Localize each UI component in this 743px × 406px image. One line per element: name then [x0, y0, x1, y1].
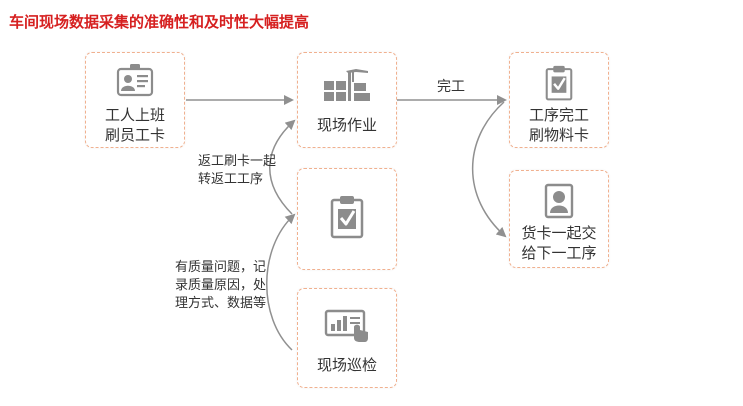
node-process-done: 工序完工 刷物料卡	[509, 52, 609, 148]
node-onsite-work-label: 现场作业	[316, 116, 377, 134]
clipboard-check-icon	[330, 196, 364, 239]
node-hand-over-line2: 给下一工序	[521, 244, 597, 262]
annotation-rework-line1: 返工刷卡一起	[198, 154, 277, 169]
page-title: 车间现场数据采集的准确性和及时性大幅提高	[9, 13, 310, 31]
annotation-quality-line3: 理方式、数据等	[175, 296, 267, 311]
factory-icon	[324, 69, 370, 101]
arrow-rework-to-work	[269, 119, 296, 215]
tablet-touch-icon	[324, 309, 368, 342]
node-inspection-label: 现场巡检	[316, 356, 377, 374]
clipboard-check-icon	[545, 65, 573, 101]
node-hand-over-line1: 货卡一起交	[521, 224, 597, 242]
node-process-done-line1: 工序完工	[528, 106, 589, 124]
person-badge-icon	[544, 183, 574, 219]
node-quality-check	[297, 168, 397, 270]
node-inspection: 现场巡检	[297, 288, 397, 388]
annotation-quality-line1: 有质量问题，记	[175, 260, 267, 275]
arrow-done-to-handover	[471, 101, 507, 238]
node-onsite-work: 现场作业	[297, 52, 397, 148]
annotation-rework-line2: 转返工工序	[198, 172, 264, 187]
node-clock-in: 工人上班 刷员工卡	[85, 52, 185, 148]
id-card-icon	[116, 64, 154, 97]
node-process-done-line2: 刷物料卡	[528, 126, 589, 144]
node-hand-over: 货卡一起交 给下一工序	[509, 170, 609, 268]
arrow-inspection-to-check	[266, 213, 296, 351]
node-clock-in-line1: 工人上班	[104, 106, 165, 124]
annotation-quality-line2: 录质量原因，处	[175, 278, 267, 293]
node-clock-in-line2: 刷员工卡	[104, 126, 165, 144]
annotation-complete: 完工	[437, 79, 465, 95]
